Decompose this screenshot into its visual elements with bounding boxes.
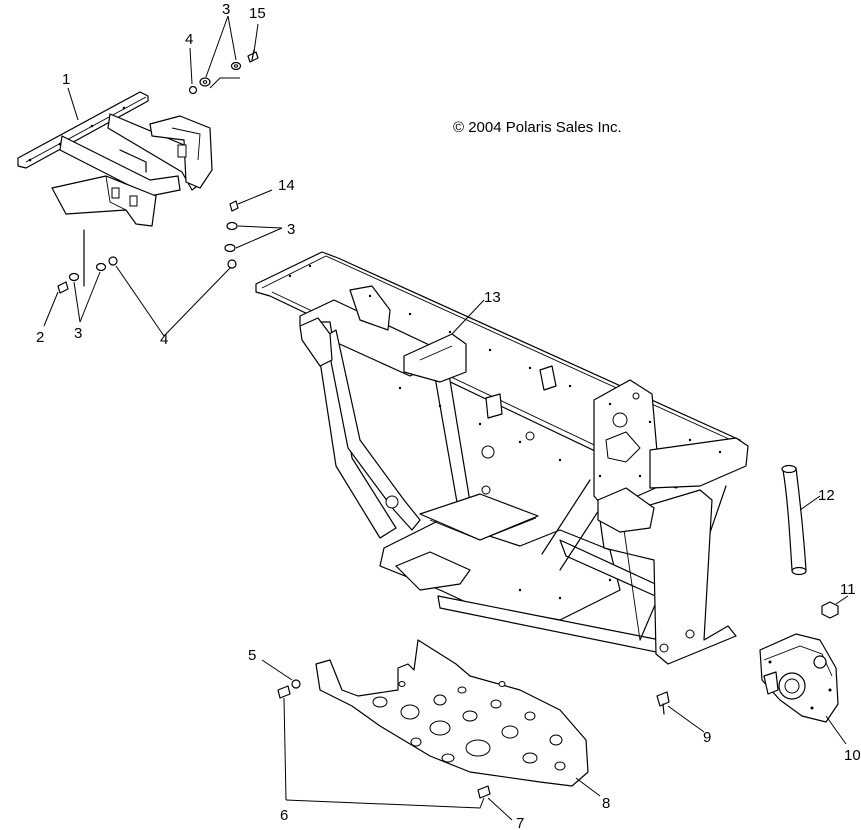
callout-1: 1 (62, 71, 70, 88)
nut-5 (291, 679, 301, 689)
vent-hose (781, 464, 807, 576)
callout-13: 13 (484, 289, 501, 306)
callout-14: 14 (278, 177, 295, 194)
bolt-7 (477, 785, 491, 799)
callout-2: 2 (36, 329, 44, 346)
bolt-14 (229, 200, 239, 212)
callout-15: 15 (249, 5, 266, 22)
callout-labels: 1 2 3 3 3 4 4 5 6 7 8 9 10 11 12 13 14 1… (36, 1, 861, 830)
gear-case (759, 633, 839, 723)
washer-3-left-b (95, 262, 107, 272)
nut-11 (821, 601, 839, 619)
callout-7: 7 (516, 815, 524, 830)
leader-lines (43, 15, 849, 821)
nut-4-mid (227, 259, 237, 269)
nut-4-top (188, 85, 198, 95)
callout-5: 5 (248, 647, 256, 664)
main-frame (255, 251, 749, 665)
washer-3-mid-b (224, 243, 236, 253)
washer-3-mid-a (226, 221, 238, 231)
callout-9: 9 (703, 729, 711, 746)
skid-plate (315, 639, 589, 787)
callout-3-mid: 3 (287, 221, 295, 238)
callout-11: 11 (840, 581, 856, 598)
hardware-fasteners (57, 49, 839, 799)
bolt-2 (57, 281, 69, 294)
callout-8: 8 (602, 795, 610, 812)
callout-6: 6 (280, 807, 288, 824)
callout-3-left: 3 (74, 325, 82, 342)
callout-3-top: 3 (222, 1, 230, 18)
callout-4-left: 4 (160, 331, 168, 348)
bolt-6 (277, 685, 291, 699)
nut-4-left (108, 256, 118, 266)
copyright-text: © 2004 Polaris Sales Inc. (453, 119, 622, 136)
washer-3-left-a (68, 272, 80, 282)
callout-4-top: 4 (185, 31, 193, 48)
callout-12: 12 (818, 487, 835, 504)
front-rack-assembly (17, 91, 213, 287)
callout-10: 10 (844, 747, 861, 764)
bolt-9 (656, 691, 670, 707)
